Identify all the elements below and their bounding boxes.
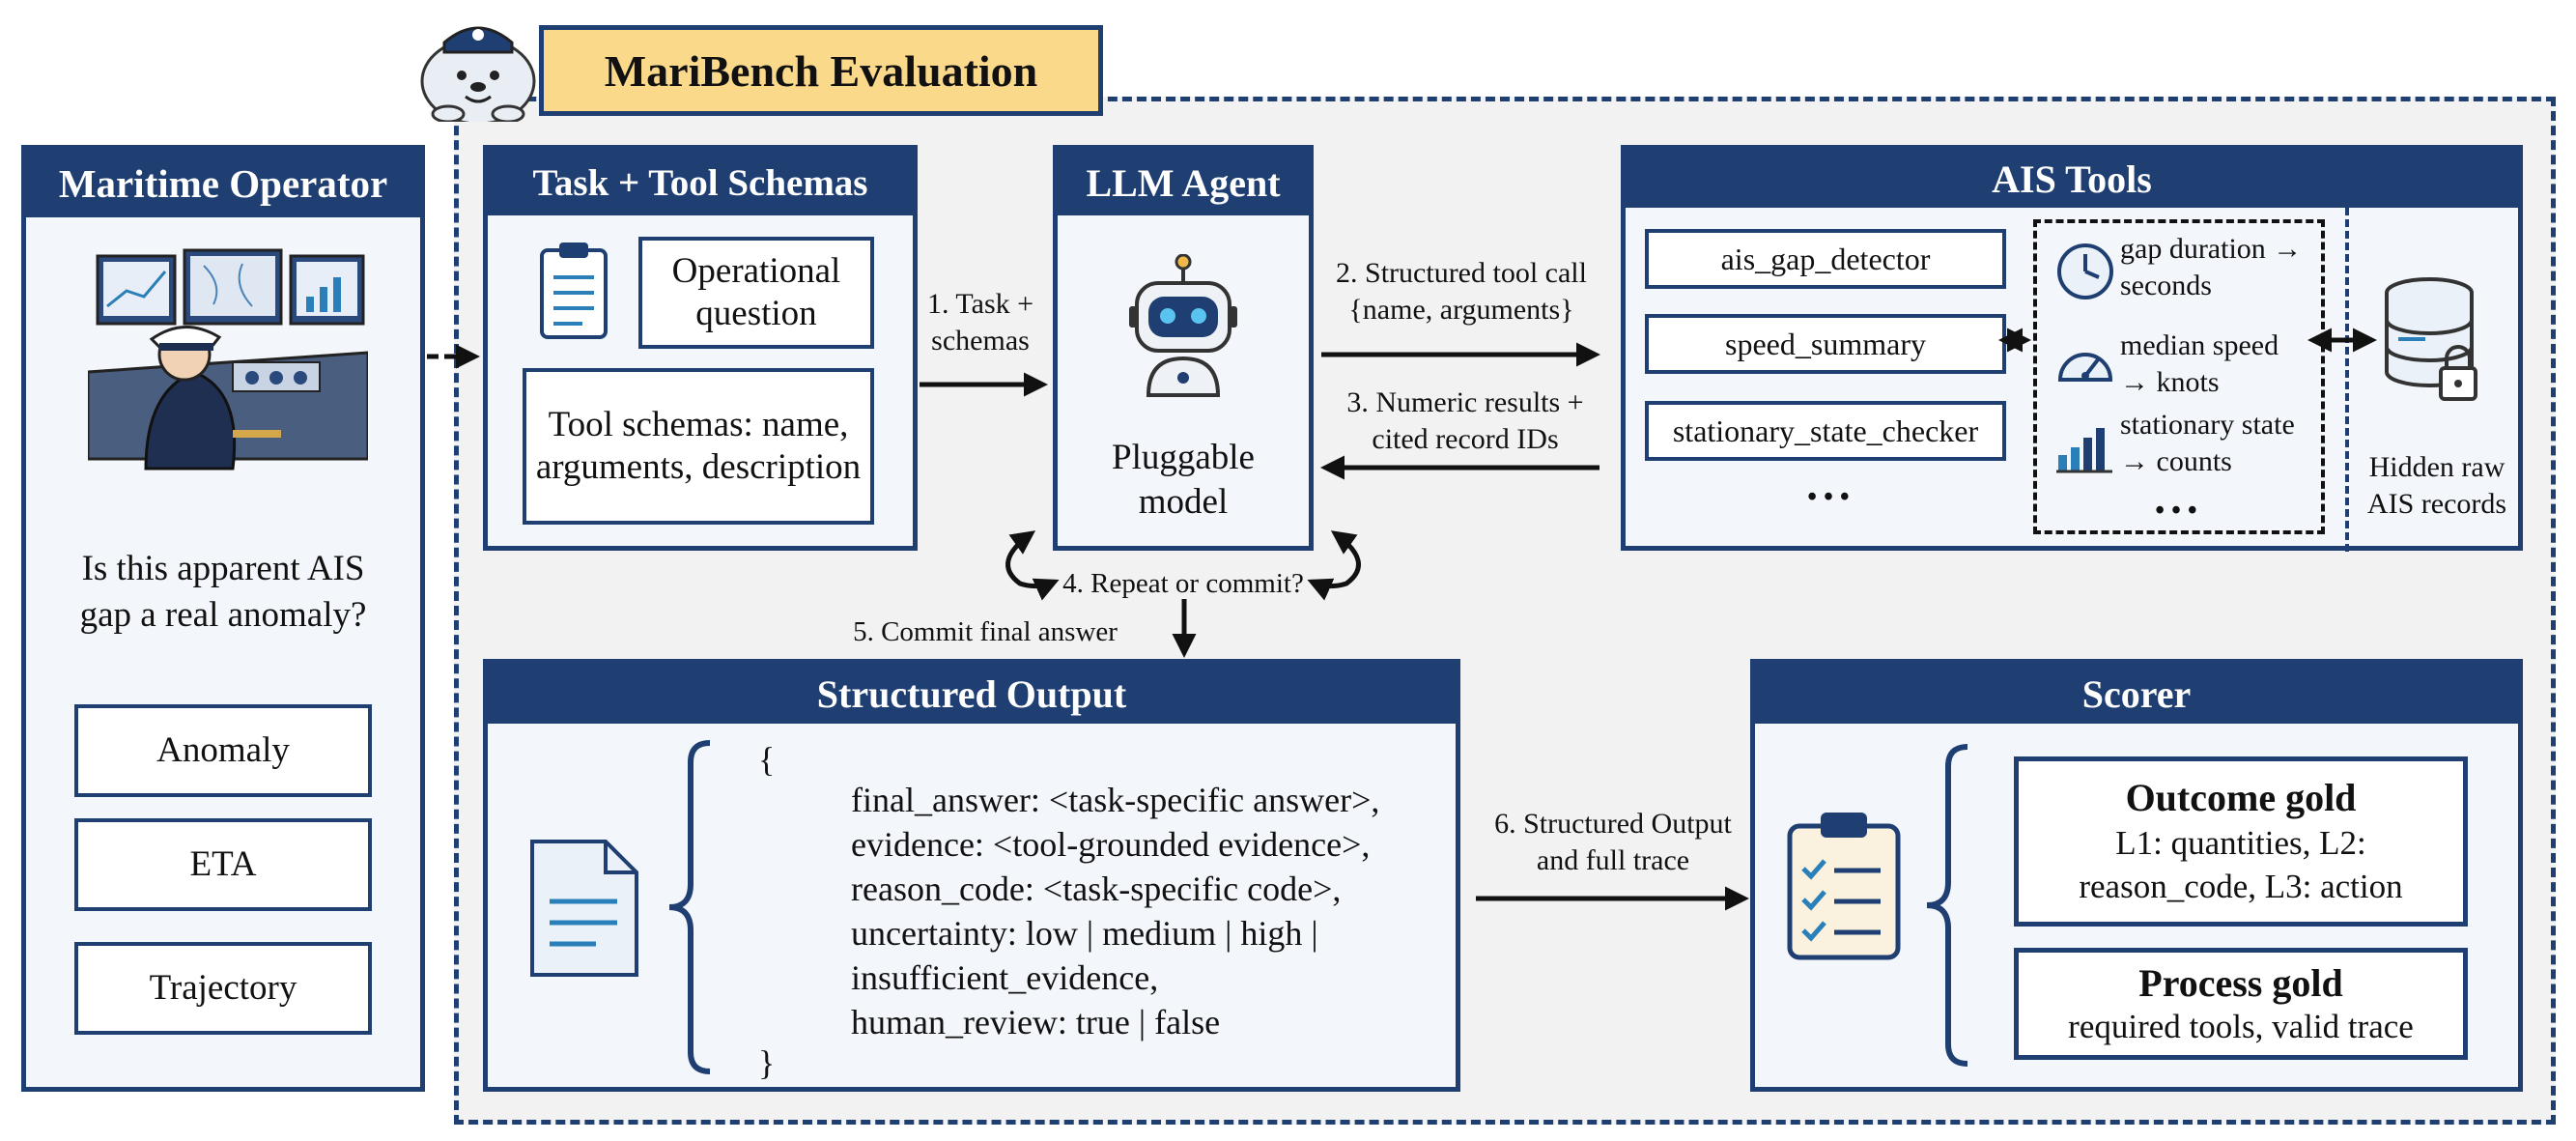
robot-icon [1129, 254, 1237, 397]
output-close-brace: } [758, 1043, 776, 1082]
locked-database-icon [2385, 277, 2477, 401]
process-gold-box: Process gold required tools, valid trace [2014, 948, 2468, 1060]
pluggable-model-label: Pluggable model [1112, 438, 1255, 523]
edge-label-tool-call: 2. Structured tool call {name, arguments… [1336, 257, 1587, 326]
output-line-human-review: human_review: true | false [851, 1003, 1221, 1041]
maritime-operator-panel: Maritime Operator Is this apparent AIS g… [21, 145, 425, 1092]
output-open-brace: { [758, 740, 776, 779]
outcome-gold-text: L1: quantities, L2: reason_code, L3: act… [2079, 823, 2403, 906]
edge-label-task-schemas: 1. Task + schemas [926, 288, 1034, 357]
operator-title: Maritime Operator [26, 150, 420, 217]
hidden-records-label: Hidden raw AIS records [2366, 451, 2507, 520]
task-eta: ETA [74, 818, 372, 911]
process-gold-text: required tools, valid trace [2068, 1008, 2414, 1045]
output-median-speed: median speed → knots [2120, 329, 2279, 398]
output-line-evidence: evidence: <tool-grounded evidence>, [851, 825, 1371, 864]
checklist-clipboard-icon [1787, 813, 1901, 960]
output-line-reason-code: reason_code: <task-specific code>, [851, 870, 1342, 908]
scorer-panel: Scorer Outcome gold L1: quantities, L2: … [1750, 659, 2523, 1092]
llm-agent-panel: LLM Agent Pluggable model [1053, 145, 1314, 551]
clock-icon [2057, 243, 2113, 300]
outputs-more-ellipsis: • • • [2155, 496, 2197, 526]
ais-tools-panel: AIS Tools ais_gap_detector speed_summary… [1621, 145, 2523, 552]
task-anomaly: Anomaly [74, 704, 372, 797]
task-trajectory: Trajectory [74, 942, 372, 1035]
edge-label-repeat-commit: 4. Repeat or commit? [1062, 568, 1304, 599]
seal-mascot-icon [420, 26, 536, 122]
tools-more-ellipsis: • • • [1807, 482, 1850, 512]
task-schemas-title: Task + Tool Schemas [488, 150, 913, 215]
output-line-insufficient: insufficient_evidence, [851, 958, 1159, 997]
scorer-brace [1926, 744, 1968, 1067]
scorer-title: Scorer [1755, 664, 2518, 724]
output-gap-duration: gap duration → seconds [2120, 233, 2303, 301]
task-schemas-panel: Task + Tool Schemas Operational question… [483, 145, 918, 551]
hidden-records-divider [2345, 208, 2349, 552]
llm-agent-title: LLM Agent [1058, 150, 1309, 215]
gauge-icon [2057, 353, 2113, 382]
structured-output-panel: Structured Output { final_answer: <task-… [483, 659, 1460, 1092]
output-brace [668, 740, 711, 1074]
tool-stationary-state-checker: stationary_state_checker [1645, 401, 2006, 461]
tool-speed-summary: speed_summary [1645, 314, 2006, 374]
operator-console-illustration [88, 248, 368, 471]
page-title: MariBench Evaluation [539, 25, 1103, 116]
loop-arrow-right [1307, 530, 1361, 601]
edge-label-numeric-results: 3. Numeric results + cited record IDs [1346, 386, 1584, 455]
outcome-gold-title: Outcome gold [2125, 775, 2357, 819]
output-line-uncertainty: uncertainty: low | medium | high | [851, 914, 1318, 953]
output-stationary-state: stationary state → counts [2120, 409, 2295, 477]
tool-ais-gap-detector: ais_gap_detector [1645, 229, 2006, 289]
clipboard-list-icon [540, 242, 608, 339]
bar-chart-icon [2056, 428, 2112, 473]
output-line-final-answer: final_answer: <task-specific answer>, [851, 781, 1380, 819]
ais-tools-title: AIS Tools [1626, 150, 2518, 208]
loop-arrow-left [1005, 530, 1060, 601]
outcome-gold-box: Outcome gold L1: quantities, L2: reason_… [2014, 756, 2468, 927]
operator-question: Is this apparent AIS gap a real anomaly? [79, 549, 367, 636]
tool-schemas-box: Tool schemas: name, arguments, descripti… [523, 368, 874, 525]
edge-label-commit-final: 5. Commit final answer [853, 616, 1118, 647]
structured-output-title: Structured Output [488, 664, 1456, 724]
operational-question-box: Operational question [638, 237, 874, 349]
edge-label-to-scorer: 6. Structured Output and full trace [1494, 808, 1732, 876]
document-icon [530, 840, 638, 977]
process-gold-title: Process gold [2138, 961, 2343, 1005]
tool-outputs-box [2033, 219, 2325, 534]
